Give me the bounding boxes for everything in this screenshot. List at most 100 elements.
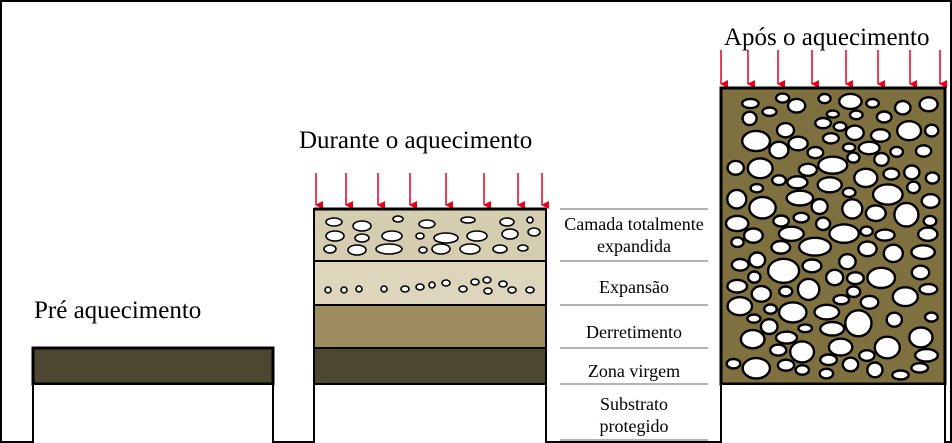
bubble xyxy=(770,239,792,255)
bubble xyxy=(871,183,904,206)
bubble xyxy=(354,233,370,243)
bubble xyxy=(492,244,508,254)
bubble xyxy=(859,225,874,237)
bubble xyxy=(801,258,823,274)
bubble xyxy=(827,337,854,357)
bubble xyxy=(910,361,930,374)
bubble xyxy=(441,279,451,287)
bubble xyxy=(748,251,767,269)
bubble xyxy=(866,266,897,290)
bubble xyxy=(895,119,923,142)
bubble xyxy=(893,99,912,116)
bubble xyxy=(924,171,941,185)
heat-arrows-during xyxy=(315,173,549,209)
bubble xyxy=(761,106,778,118)
bubble xyxy=(741,356,772,380)
bubble xyxy=(724,214,750,233)
bubble xyxy=(466,230,488,242)
bubble xyxy=(841,356,860,373)
bubble xyxy=(821,131,841,145)
bubble xyxy=(778,285,794,298)
bubble xyxy=(889,145,905,158)
bubble xyxy=(817,155,849,175)
bubble xyxy=(525,286,535,294)
heat-arrows-after xyxy=(720,50,947,88)
bubble xyxy=(859,294,880,310)
bubble xyxy=(841,186,857,199)
bubble xyxy=(392,215,404,223)
bubble xyxy=(819,320,846,337)
bubble xyxy=(325,217,343,227)
bubble xyxy=(844,124,865,142)
layer-label-substrate-line1: Substrato xyxy=(599,394,668,414)
bubble xyxy=(785,189,815,207)
bubble xyxy=(470,278,480,286)
bubble xyxy=(825,109,840,119)
bubble xyxy=(825,268,845,287)
bubble xyxy=(908,326,934,349)
bubble xyxy=(797,162,819,178)
bubble xyxy=(866,361,884,379)
bubble xyxy=(882,243,904,264)
layer-label-expanded-line2: expandida xyxy=(597,236,671,256)
bubble xyxy=(748,195,777,220)
bubble xyxy=(418,246,428,254)
bubble xyxy=(766,257,801,284)
bubble xyxy=(763,303,778,315)
bubble xyxy=(797,236,833,257)
bubble xyxy=(323,244,337,254)
bubble xyxy=(814,116,833,130)
during-substrate xyxy=(313,383,547,443)
layer-label-virgin: Zona virgem xyxy=(587,361,681,381)
bubble xyxy=(352,220,372,232)
bubble xyxy=(772,214,790,228)
bubble xyxy=(400,285,410,293)
bubble xyxy=(914,347,940,363)
bubble xyxy=(786,97,807,114)
stage-title-pre: Pré aquecimento xyxy=(34,297,202,324)
bubble xyxy=(433,232,459,244)
bubble xyxy=(918,96,939,113)
bubble xyxy=(858,349,876,363)
bubble xyxy=(340,286,348,294)
bubble xyxy=(774,92,791,104)
bubble xyxy=(746,313,762,324)
bubble xyxy=(507,286,517,294)
bubble xyxy=(891,369,910,381)
stage-pre-heating xyxy=(31,346,275,443)
bubble xyxy=(910,264,931,281)
bubble xyxy=(875,110,893,124)
bubble xyxy=(499,217,515,227)
bubble xyxy=(381,230,403,242)
layer-label-substrate-line2: protegido xyxy=(599,416,669,436)
bubble xyxy=(759,318,779,336)
stage-after-heating xyxy=(719,50,947,443)
bubble xyxy=(483,287,493,295)
bubble xyxy=(726,188,748,210)
bubble xyxy=(776,358,796,372)
bubble xyxy=(325,230,345,242)
bubble xyxy=(865,97,880,109)
bubble xyxy=(920,192,941,209)
bubble xyxy=(832,293,851,306)
layer-label-expansion: Expansão xyxy=(599,277,669,297)
bubble xyxy=(846,151,861,164)
bubble xyxy=(814,216,832,232)
bubble xyxy=(844,309,873,338)
bubble xyxy=(853,167,879,189)
bubble xyxy=(788,340,816,364)
bubble xyxy=(747,270,762,284)
bubble xyxy=(922,214,938,228)
bubble xyxy=(817,92,832,105)
bubble xyxy=(726,296,754,317)
bubble xyxy=(910,244,936,261)
bubble xyxy=(914,144,933,158)
bubble xyxy=(838,92,863,111)
bubble xyxy=(792,211,811,224)
bubble xyxy=(771,174,788,187)
bubble xyxy=(828,223,860,245)
bubble xyxy=(885,311,904,328)
bubble xyxy=(813,303,841,321)
bubble xyxy=(460,216,476,224)
